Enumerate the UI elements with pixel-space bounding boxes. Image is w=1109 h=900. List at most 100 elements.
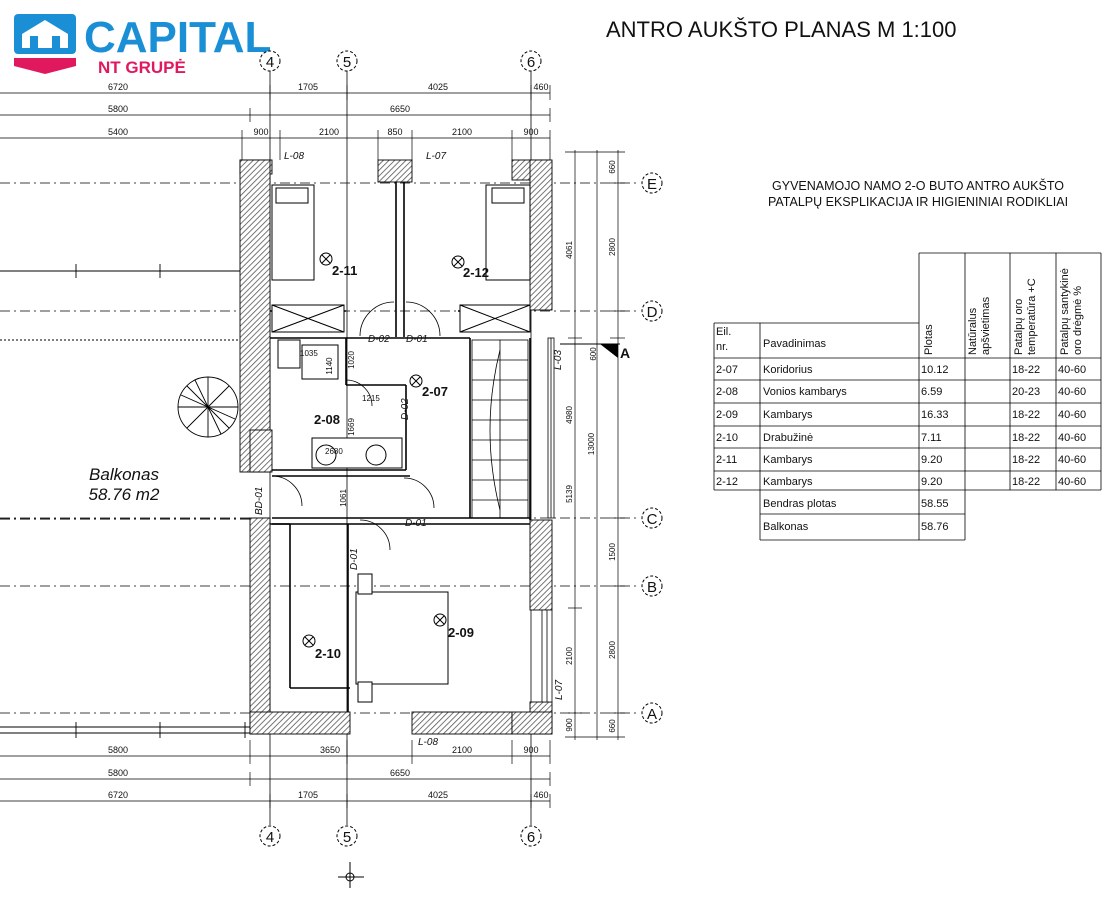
table-cell-nr: 2-10	[716, 432, 738, 444]
dim-r-13000: 13000	[587, 432, 596, 455]
axis-6-top: 6	[527, 54, 535, 71]
th-light-1: Natūralus	[967, 307, 979, 355]
bed-2-09	[355, 591, 449, 685]
table-cell-temp: 18-22	[1012, 432, 1040, 444]
axis-C: C	[647, 511, 658, 528]
dim-bot-2100: 2100	[452, 745, 472, 755]
dim-top-900b: 900	[523, 127, 538, 137]
dim-bot-5800b: 5800	[108, 768, 128, 778]
tag-d02-b: D-02	[400, 398, 411, 420]
tag-d01-c: D-01	[349, 548, 360, 570]
section-mark: A	[560, 343, 630, 361]
crosshair-icon	[338, 862, 364, 888]
dim-r-2100: 2100	[565, 647, 574, 665]
table-cell-name: Kambarys	[763, 476, 813, 488]
table-cell-area: 6.59	[921, 386, 942, 398]
dim-top-2100b: 2100	[452, 127, 472, 137]
dim-bot-6650: 6650	[390, 768, 410, 778]
dim-1035: 1035	[300, 349, 318, 358]
dim-bot-460: 460	[533, 790, 548, 800]
table-cell-area: 10.12	[921, 364, 949, 376]
top-dimensions	[0, 85, 551, 160]
total-label: Bendras plotas	[763, 498, 837, 510]
tag-d01-a: D-01	[406, 334, 428, 345]
dim-1215: 1215	[362, 394, 380, 403]
dim-bot-6720: 6720	[108, 790, 128, 800]
sheet-title: ANTRO AUKŠTO PLANAS M 1:100	[606, 17, 957, 42]
dim-bot-1705: 1705	[298, 790, 318, 800]
table-cell-temp: 18-22	[1012, 364, 1040, 376]
logo-ribbon-icon	[14, 58, 76, 74]
tag-l08-bottom: L-08	[418, 737, 438, 748]
total-value: 58.55	[921, 498, 949, 510]
walls	[239, 159, 553, 735]
axis-5-top: 5	[343, 54, 351, 71]
tag-l07-right: L-07	[554, 680, 565, 700]
table-cell-name: Koridorius	[763, 364, 813, 376]
dim-2680: 2680	[325, 447, 343, 456]
furniture	[271, 184, 531, 703]
partitions	[270, 182, 531, 712]
balcony-structure	[0, 264, 250, 738]
room-2-07: 2-07	[422, 384, 448, 399]
tag-l08-top: L-08	[284, 151, 304, 162]
right-dimensions	[565, 150, 625, 740]
windows	[541, 337, 555, 703]
dim-r-2800a: 2800	[608, 238, 617, 256]
th-nr-2: nr.	[716, 341, 728, 353]
th-light-2: apšvietimas	[980, 296, 992, 355]
doors	[271, 301, 441, 551]
toilet	[277, 339, 301, 369]
table-cell-nr: 2-07	[716, 364, 738, 376]
tag-bd01: BD-01	[254, 487, 265, 515]
th-area: Plotas	[923, 324, 935, 355]
axis-A: A	[647, 706, 657, 723]
dim-top-5400: 5400	[108, 127, 128, 137]
tag-l03: L-03	[553, 350, 564, 370]
staircase	[471, 339, 529, 519]
table-cell-name: Vonios kambarys	[763, 386, 847, 398]
table-cell-nr: 2-12	[716, 476, 738, 488]
table-cell-hum: 40-60	[1058, 476, 1086, 488]
balcony-area: 58.76 m2	[89, 485, 160, 504]
explication-table	[713, 252, 1102, 541]
th-temp-1: Patalpų oro	[1013, 299, 1025, 355]
th-name: Pavadinimas	[763, 338, 826, 350]
dim-bot-900: 900	[523, 745, 538, 755]
axis-6-bottom: 6	[527, 829, 535, 846]
tag-d02-a: D-02	[368, 334, 390, 345]
section-label: A	[620, 345, 630, 361]
dim-top-6720: 6720	[108, 82, 128, 92]
table-cell-hum: 40-60	[1058, 386, 1086, 398]
axis-5-bottom: 5	[343, 829, 351, 846]
tag-l07-top: L-07	[426, 151, 446, 162]
axis-4-bottom: 4	[266, 829, 274, 846]
table-cell-area: 9.20	[921, 476, 942, 488]
table-cell-area: 7.11	[921, 432, 942, 444]
dim-1061: 1061	[339, 489, 348, 507]
dim-top-2100a: 2100	[319, 127, 339, 137]
table-title-line2: PATALPŲ EKSPLIKACIJA IR HIGIENINIAI RODI…	[768, 195, 1068, 209]
room-markers	[302, 252, 465, 648]
table-cell-temp: 18-22	[1012, 454, 1040, 466]
brand-logo: CAPITAL NT GRUPĖ	[14, 13, 271, 77]
table-cell-temp: 18-22	[1012, 476, 1040, 488]
table-cell-name: Kambarys	[763, 409, 813, 421]
axis-bubbles: 4 5 6 4 5 6 E D C B A	[259, 50, 663, 847]
axis-B: B	[647, 579, 657, 596]
table-cell-hum: 40-60	[1058, 432, 1086, 444]
table-cell-name: Kambarys	[763, 454, 813, 466]
shower	[301, 344, 339, 380]
table-cell-temp: 20-23	[1012, 386, 1040, 398]
dim-r-4061: 4061	[565, 241, 574, 259]
th-hum-2: oro drėgmė %	[1072, 286, 1084, 355]
dim-top-900a: 900	[253, 127, 268, 137]
room-2-10: 2-10	[315, 646, 341, 661]
room-2-09: 2-09	[448, 625, 474, 640]
dim-r-4980: 4980	[565, 406, 574, 424]
table-cell-hum: 40-60	[1058, 364, 1086, 376]
axis-D: D	[647, 304, 658, 321]
balcony-row-value: 58.76	[921, 521, 949, 533]
tag-d01-b: D-01	[405, 518, 427, 529]
